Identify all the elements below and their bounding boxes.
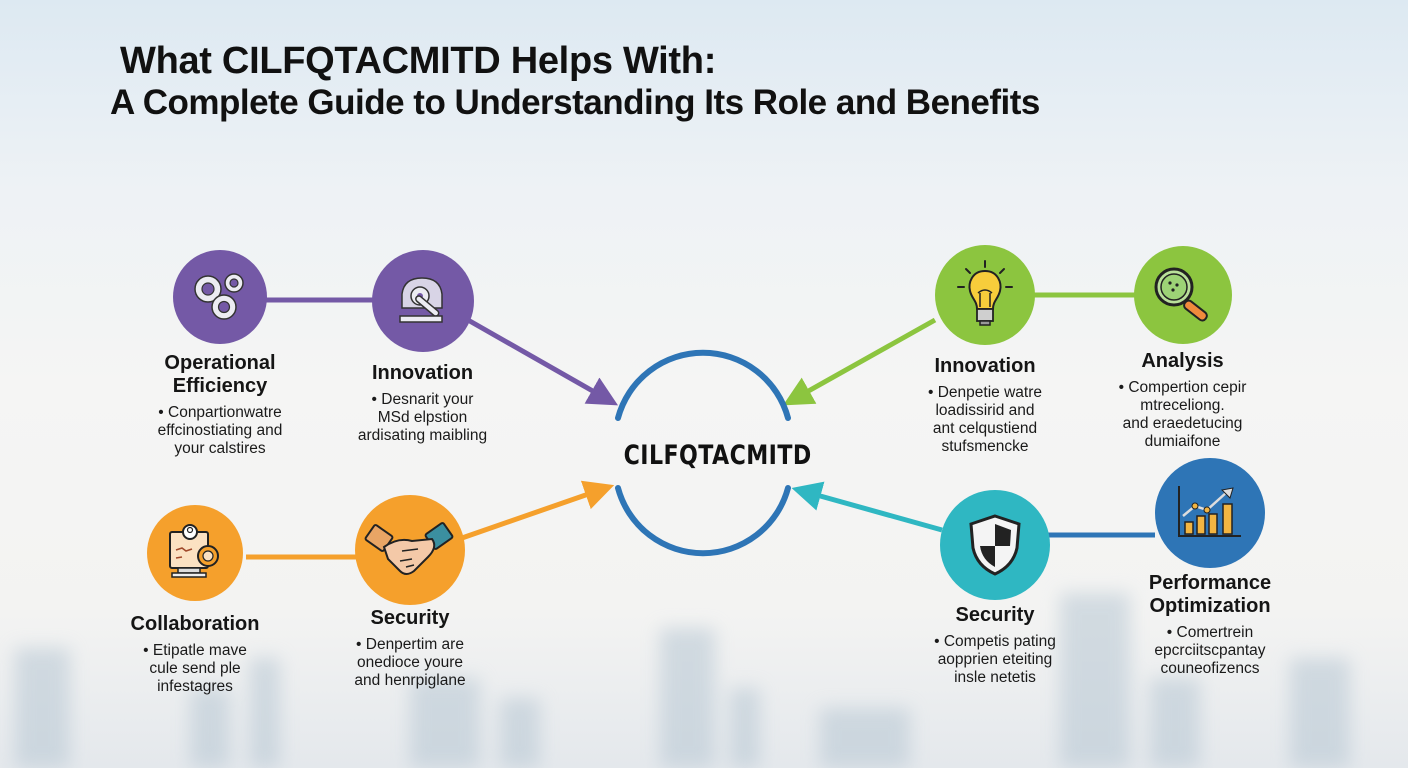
node-title: Analysis [1141,350,1224,372]
node-title: Innovation [371,362,474,384]
magnifier-icon [1133,246,1232,344]
center-hub-label: CILFQTACMITD [623,440,812,471]
growth-chart-icon [1155,458,1265,568]
gears-icon [173,250,267,344]
node-title: Innovation [934,355,1036,377]
machine-icon [371,250,474,352]
background-skyline [0,568,1408,768]
lightbulb-icon [935,245,1035,345]
collaboration-monitor-icon [147,505,243,601]
node-title: Security [370,607,450,629]
page-subtitle: A Complete Guide to Understanding Its Ro… [110,83,1040,122]
handshake-icon [355,495,465,605]
page-title: What CILFQTACMITD Helps With: [120,40,717,82]
node-title: Security [955,604,1035,626]
node-title: Collaboration [130,613,260,635]
shield-icon [940,490,1050,600]
